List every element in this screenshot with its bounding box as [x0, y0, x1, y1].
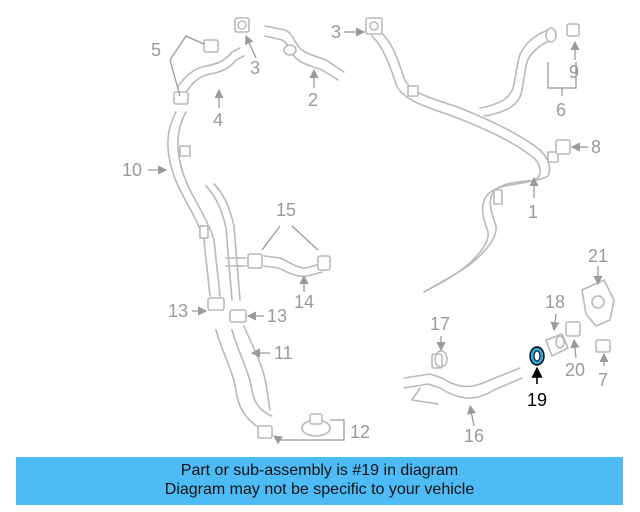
part-19-highlighted-o-ring: [529, 346, 545, 366]
part-2-hose: [264, 25, 345, 81]
callout-3-right: 3: [331, 22, 341, 42]
part-16-pipe: [403, 353, 523, 405]
part-12-cap: [301, 413, 331, 437]
banner-line-part-number: Part or sub-assembly is #19 in diagram: [180, 462, 459, 479]
callout-13-right: 13: [267, 306, 287, 326]
callout-2: 2: [308, 90, 318, 110]
info-banner: Part or sub-assembly is #19 in diagram D…: [16, 457, 623, 505]
callout-12: 12: [350, 422, 370, 442]
part-13-clamp-left: [207, 297, 225, 311]
part-8-clamp: [555, 139, 571, 155]
callout-15: 15: [276, 200, 296, 220]
callout-16: 16: [464, 426, 484, 446]
callout-18: 18: [545, 292, 565, 312]
callout-4: 4: [213, 110, 223, 130]
callout-7: 7: [598, 370, 608, 390]
callout-8: 8: [591, 137, 601, 157]
part-10-pipe: [167, 111, 241, 301]
callout-14: 14: [294, 292, 314, 312]
callout-9: 9: [569, 62, 579, 82]
callout-10: 10: [122, 160, 142, 180]
callout-19: 19: [527, 390, 547, 410]
callout-6: 6: [556, 100, 566, 120]
callout-5: 5: [151, 40, 161, 60]
part-3-clamp-right: [365, 17, 383, 35]
callout-11: 11: [274, 343, 293, 363]
callout-17: 17: [430, 314, 450, 334]
part-6-pipe: [479, 23, 580, 117]
callout-20: 20: [565, 360, 585, 380]
part-3-clamp-left: [234, 17, 250, 33]
part-14-hose: [225, 253, 331, 278]
part-18-connector: [545, 333, 569, 357]
part-13-clamp-right: [229, 309, 247, 323]
part-7-clamp: [595, 339, 611, 353]
banner-line-disclaimer: Diagram may not be specific to your vehi…: [164, 481, 475, 498]
part-1-coolant-pipe: [371, 29, 559, 293]
part-11-hose: [215, 325, 273, 439]
callout-3-left: 3: [250, 58, 260, 78]
part-4-hose: [173, 39, 245, 105]
part-20-clamp: [565, 321, 581, 337]
callout-13-left: 13: [168, 301, 188, 321]
parts-diagram: 1 2 3 3 4 5 6 7 8 9 10 11 12 13 13 14 15…: [122, 17, 615, 446]
callout-21: 21: [588, 246, 608, 266]
part-21-housing: [581, 279, 615, 327]
callout-1: 1: [528, 202, 538, 222]
callout-numbers: 1 2 3 3 4 5 6 7 8 9 10 11 12 13 13 14 15…: [122, 22, 608, 446]
callout-lines: [148, 27, 609, 445]
